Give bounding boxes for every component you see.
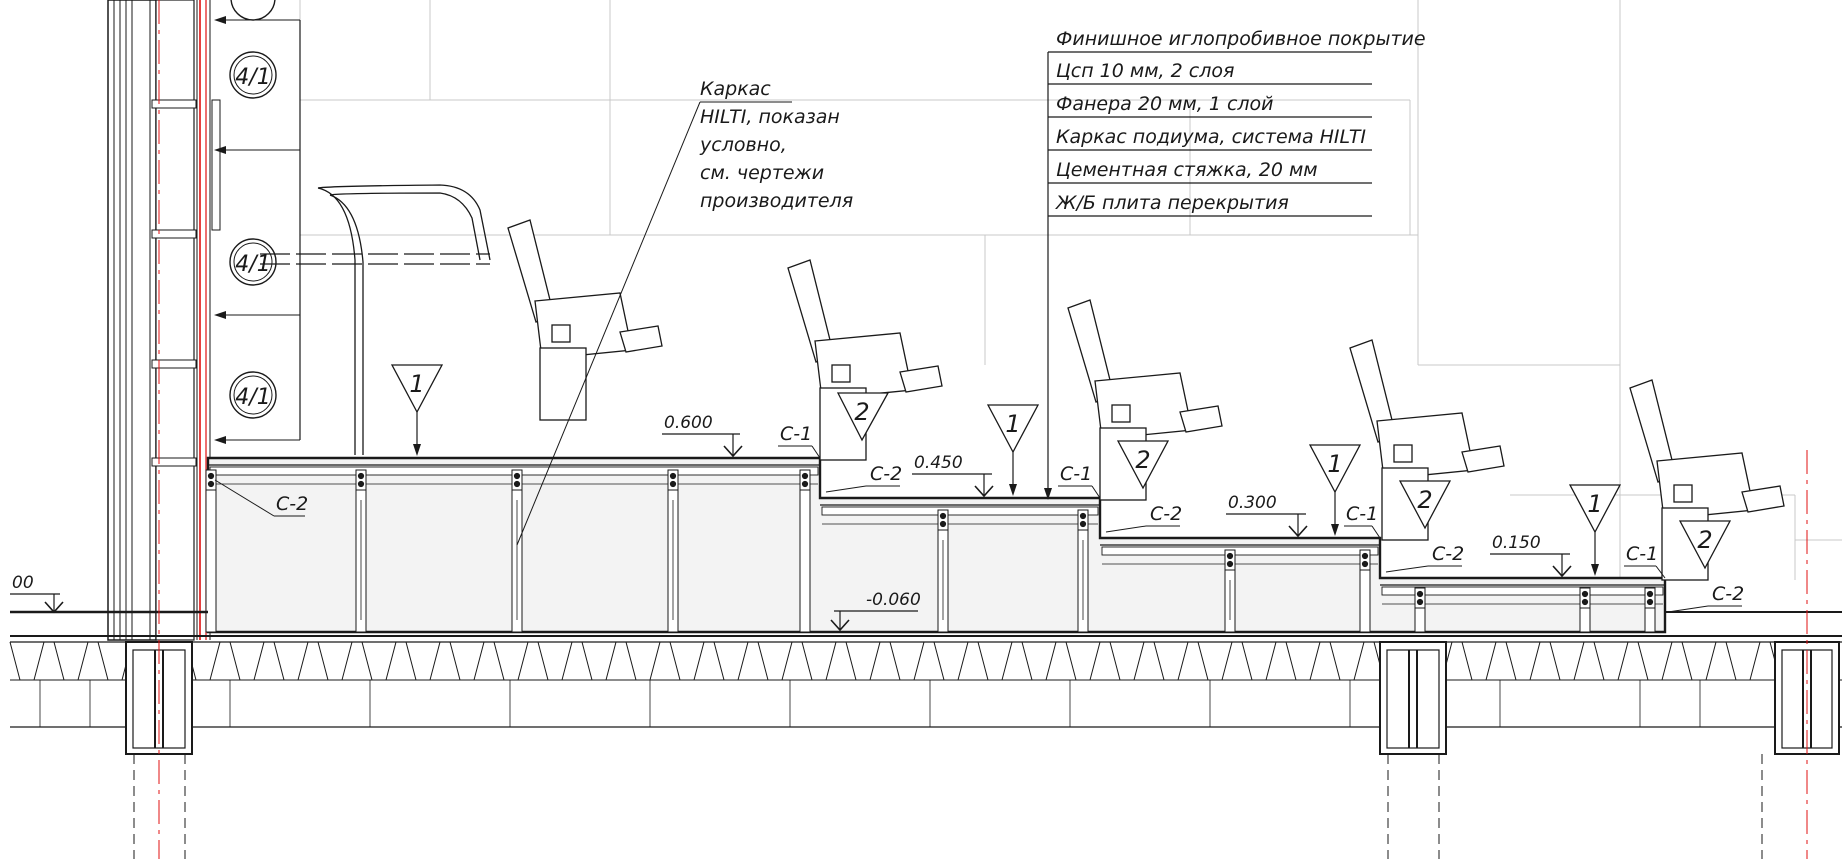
marker-type2-c: 2 [1398,480,1452,530]
railing [260,184,491,455]
edge-label-c2-a: С-2 [214,479,308,517]
beam-right [1761,450,1840,859]
beam-left [125,0,193,859]
frame-note-line-1: Каркас [700,78,771,100]
beam-middle [1379,641,1447,859]
legend-row-3: Фанера 20 мм, 1 слой [1056,93,1274,115]
level-mark-tier1: 0.600 [662,413,743,458]
wall-callout-label: 4/1 [235,385,270,410]
edge-label: С-2 [1712,583,1744,605]
frame-note-line-2: HILTI, показан [700,106,840,128]
marker-label: 2 [1135,446,1150,474]
level-value: 0.150 [1492,533,1541,553]
edge-label: С-2 [276,493,308,515]
edge-label: С-2 [870,463,902,485]
frame-note-line-5: производителя [700,190,853,212]
legend-row-2: Цсп 10 мм, 2 слоя [1056,60,1234,82]
edge-label-c2-c: С-2 [1105,503,1182,533]
edge-label-c2-e: С-2 [1667,583,1744,613]
edge-label-c1-c: С-1 [1344,503,1381,539]
level-mark-tier3: 0.300 [1226,493,1308,538]
level-mark-left: 00 [10,573,64,614]
podium [205,456,1667,634]
marker-label: 1 [1005,410,1020,438]
level-value: 0.300 [1228,493,1277,513]
edge-label: С-1 [780,423,812,445]
marker-type1-b: 1 [986,404,1040,496]
edge-label-c1-b: С-1 [1058,463,1101,499]
edge-label-c1-d: С-1 [1624,543,1666,579]
marker-label: 2 [854,398,869,426]
level-mark-tier2: 0.450 [912,453,994,498]
marker-type2-b: 2 [1116,440,1170,490]
marker-label: 1 [1327,450,1342,478]
level-mark-floor: -0.060 [830,590,921,632]
edge-label: С-2 [1432,543,1464,565]
legend-row-6: Ж/Б плита перекрытия [1055,192,1289,214]
legend-row-1: Финишное иглопробивное покрытие [1056,28,1426,50]
level-value: 00 [12,573,34,593]
marker-type1-a: 1 [390,364,444,456]
edge-label-c2-b: С-2 [825,463,902,493]
layers-legend-table: Финишное иглопробивное покрытие Цсп 10 м… [1044,28,1426,500]
level-value: 0.600 [664,413,713,433]
edge-label: С-1 [1626,543,1658,565]
wall-callout-top [230,0,276,21]
wall-callout-2: 4/1 [214,238,300,319]
edge-label-c2-d: С-2 [1385,543,1464,573]
marker-label: 2 [1417,486,1432,514]
level-mark-tier4: 0.150 [1490,533,1572,578]
marker-type1-c: 1 [1308,444,1362,536]
post-slots [360,500,1231,620]
marker-type1-d: 1 [1568,484,1622,576]
floor-slab [9,610,1842,728]
wall-callout-label: 4/1 [235,65,270,90]
edge-label: С-2 [1150,503,1182,525]
legend-row-5: Цементная стяжка, 20 мм [1056,159,1318,181]
edge-label: С-1 [1060,463,1092,485]
marker-label: 2 [1697,526,1712,554]
wall-callout-3: 4/1 [214,371,300,444]
marker-label: 1 [1587,490,1602,518]
frame-note: Каркас HILTI, показан условно, см. черте… [516,78,853,546]
frame-note-line-4: см. чертежи [700,162,824,184]
left-wall [107,0,301,641]
marker-type2-a: 2 [836,392,890,442]
wall-callout-1: 4/1 [214,16,300,154]
legend-row-4: Каркас подиума, система HILTI [1056,126,1366,148]
level-value: 0.450 [914,453,963,473]
frame-note-line-3: условно, [699,134,787,156]
marker-type2-d: 2 [1678,520,1732,570]
edge-label: С-1 [1346,503,1378,525]
level-value: -0.060 [866,590,921,610]
edge-label-c1-a: С-1 [778,423,821,459]
marker-label: 1 [409,370,424,398]
